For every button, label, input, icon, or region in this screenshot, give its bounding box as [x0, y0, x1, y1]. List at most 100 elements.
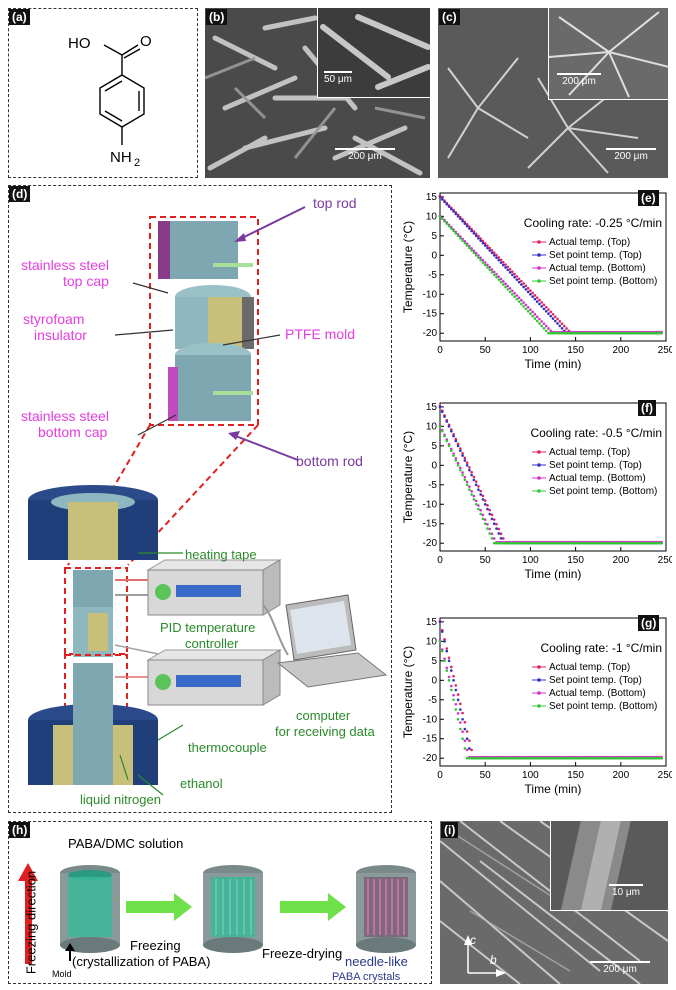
label-bottom-cap-2: bottom cap — [38, 424, 108, 440]
data-point — [488, 756, 492, 760]
y-tick-label: 5 — [431, 231, 437, 242]
apparatus-drawing — [28, 206, 388, 796]
data-point — [459, 468, 462, 472]
data-point — [492, 522, 496, 526]
molecule-o: O — [140, 33, 152, 50]
data-point — [461, 451, 464, 455]
data-point — [481, 261, 485, 264]
data-point — [459, 727, 462, 731]
data-point — [587, 756, 591, 760]
data-point — [547, 312, 550, 316]
data-point — [504, 756, 507, 760]
data-point — [628, 541, 632, 545]
data-point — [617, 756, 620, 760]
data-point — [495, 272, 498, 276]
data-point — [465, 756, 469, 760]
label-top-cap-1: stainless steel — [21, 257, 109, 273]
data-point — [477, 236, 480, 240]
sem-inset-b: 50 μm — [317, 8, 430, 98]
data-point — [445, 647, 449, 650]
data-point — [445, 420, 449, 423]
legend-label: Actual temp. (Bottom) — [549, 688, 646, 699]
data-point — [456, 234, 460, 238]
data-point — [501, 756, 505, 760]
data-point — [522, 301, 525, 304]
data-point — [624, 541, 627, 545]
data-point — [454, 702, 458, 706]
data-point — [456, 444, 460, 448]
data-point — [477, 256, 480, 260]
data-point — [488, 512, 492, 516]
data-point — [504, 263, 507, 266]
data-point — [474, 483, 478, 487]
data-point — [497, 532, 501, 535]
data-point — [450, 669, 453, 672]
cooling-rate-annotation: Cooling rate: -0.25 °C/min — [524, 216, 662, 230]
process-drawing — [18, 863, 416, 964]
data-point — [438, 425, 442, 428]
x-tick-label: 250 — [658, 555, 672, 566]
data-point — [481, 494, 485, 498]
data-point — [639, 541, 643, 545]
data-point — [644, 756, 647, 760]
data-point — [513, 291, 516, 295]
sem-image-b: 50 μm 200 μm — [205, 8, 430, 178]
data-point — [513, 756, 516, 760]
data-point — [533, 313, 537, 316]
data-point — [558, 756, 562, 760]
data-point — [520, 756, 523, 760]
data-point — [547, 541, 550, 545]
data-point — [551, 541, 555, 545]
data-point — [483, 518, 487, 521]
data-point — [497, 275, 501, 278]
legend-marker — [537, 476, 541, 480]
data-point — [497, 258, 501, 262]
data-point — [574, 541, 577, 545]
data-point — [655, 541, 659, 545]
x-tick-label: 150 — [567, 555, 584, 566]
data-point — [540, 301, 543, 304]
data-point — [526, 310, 530, 313]
data-point — [538, 298, 541, 302]
data-point — [549, 756, 553, 760]
cooling-rate-annotation: Cooling rate: -0.5 °C/min — [530, 426, 662, 440]
data-point — [479, 239, 482, 243]
data-point — [468, 747, 471, 750]
data-point — [497, 278, 501, 281]
data-point — [486, 246, 489, 250]
label-computer-2: for receiving data — [275, 724, 375, 739]
data-point — [472, 232, 476, 235]
data-point — [488, 265, 492, 269]
data-point — [461, 454, 464, 457]
data-point — [465, 480, 469, 484]
label-insulator-2: insulator — [34, 327, 87, 343]
data-point — [468, 488, 471, 491]
data-point — [470, 227, 473, 231]
data-point — [544, 310, 548, 313]
data-point — [479, 489, 482, 493]
data-point — [651, 331, 654, 335]
data-point — [490, 268, 494, 271]
data-point — [468, 756, 471, 760]
legend-label: Set point temp. (Top) — [549, 250, 642, 261]
data-point — [520, 283, 523, 286]
x-axis-label: Time (min) — [525, 357, 582, 371]
label-top-rod: top rod — [313, 195, 357, 211]
data-point — [488, 508, 492, 512]
data-point — [558, 324, 562, 328]
data-point — [553, 315, 557, 318]
data-point — [565, 756, 568, 760]
data-point — [440, 410, 444, 414]
data-point — [524, 284, 528, 288]
panel-d-box — [8, 185, 392, 813]
data-point — [497, 527, 501, 531]
data-point — [468, 246, 471, 250]
data-point — [443, 638, 446, 641]
data-point — [551, 317, 555, 320]
data-point — [612, 541, 616, 545]
data-point — [529, 756, 532, 760]
data-point — [633, 541, 636, 545]
x-tick-label: 100 — [522, 770, 539, 781]
data-point — [569, 756, 573, 760]
x-axis-label: Time (min) — [525, 567, 582, 581]
